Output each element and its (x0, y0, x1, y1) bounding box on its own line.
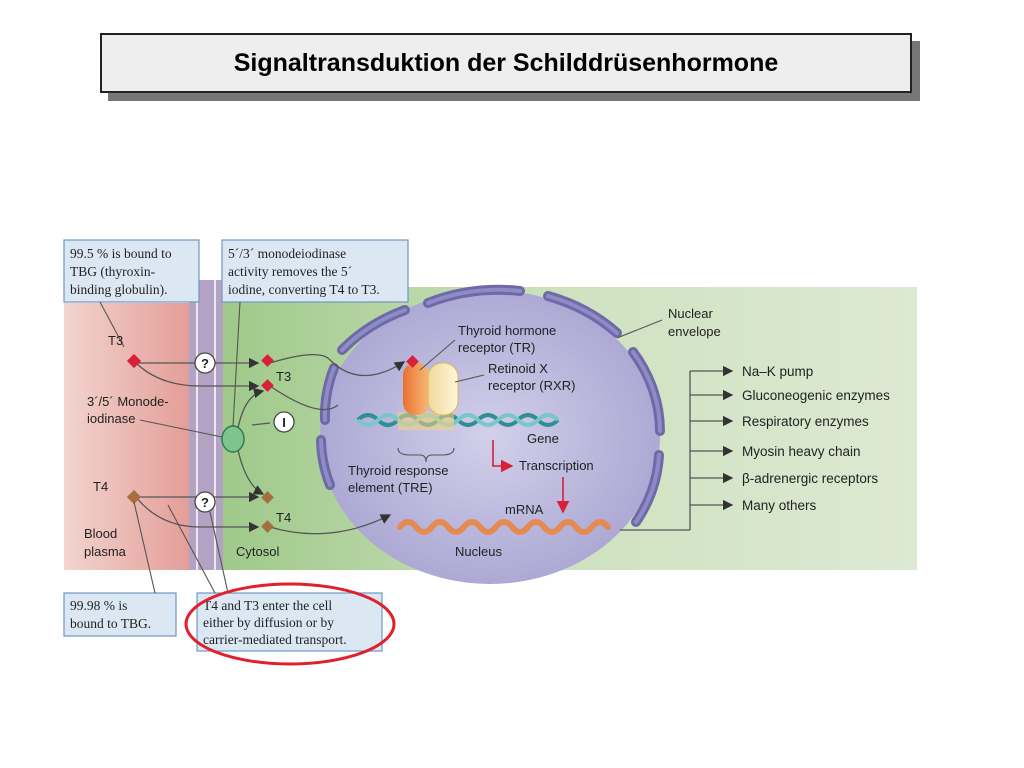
t3-blood-marker (126, 353, 142, 369)
response-item: Respiratory enzymes (742, 414, 869, 429)
response-fanout (620, 365, 734, 531)
callout-entry-pointer-2 (209, 511, 229, 594)
question-circle-t3 (194, 352, 216, 374)
inhibit-circle (273, 411, 295, 433)
callout-entry-text: T4 and T3 enter the cell either by diffu… (203, 598, 347, 647)
callout-tbg-995 (63, 239, 200, 303)
cell-membrane (189, 280, 223, 570)
callout-tbg-9998 (63, 592, 177, 637)
thyroid-receptor-shape (403, 363, 429, 415)
response-item: Gluconeogenic enzymes (742, 388, 890, 403)
cytosol-label: Cytosol (236, 544, 279, 559)
nuclear-envelope-label: Nuclear envelope (668, 306, 721, 339)
callout-tbg-995-pointer (99, 301, 125, 348)
callout-tbg-9998-text: 99.98 % is bound to TBG. (70, 598, 151, 631)
dna-helix (356, 412, 560, 430)
response-item: Many others (742, 498, 817, 513)
callout-monodeiodinase-pointer (232, 301, 241, 427)
t4-blood-label: T4 (93, 479, 108, 494)
rxr-label: Retinoid X receptor (RXR) (488, 361, 575, 393)
callout-tbg-9998-pointer (133, 501, 156, 594)
blood-plasma-label: Blood plasma (84, 526, 127, 559)
transcription-arrow (492, 440, 514, 473)
nuclear-envelope-leader (616, 319, 663, 339)
t3-receptor-marker (406, 355, 419, 368)
nucleus-label: Nucleus (455, 544, 502, 559)
deiodinase-blood-label: 3´/5´ Monode- iodinase (87, 394, 172, 426)
t3-cell-marker-top (261, 354, 274, 367)
transcription-label: Transcription (519, 458, 594, 473)
callout-tbg-995-text: 99.5 % is bound to TBG (thyroxin- bindin… (70, 246, 175, 297)
callout-entry (196, 592, 383, 652)
response-item: Myosin heavy chain (742, 444, 861, 459)
rxr-leader (454, 374, 485, 383)
deiodinase-leader (139, 419, 223, 438)
callout-monodeiodinase-text: 5´/3´ monodeiodinase activity removes th… (228, 246, 380, 297)
t4-cell-marker-top (261, 491, 274, 504)
t3-cell-marker-bottom (261, 379, 274, 392)
blood-plasma-region (64, 303, 189, 570)
tre-highlight (398, 412, 454, 430)
tre-label: Thyroid response element (TRE) (348, 463, 452, 495)
question-circle-t4 (194, 491, 216, 513)
inhibit-label: I (282, 415, 286, 430)
gene-label: Gene (527, 431, 559, 446)
t3-blood-label: T3 (108, 333, 123, 348)
mrna-label: mRNA (505, 502, 544, 517)
response-item: β-adrenergic receptors (742, 471, 878, 486)
callout-entry-pointer-1 (167, 504, 216, 594)
highlight-circle (184, 582, 396, 666)
question-mark-t4: ? (201, 495, 209, 510)
response-item: Na–K pump (742, 364, 813, 379)
t4-cell-label: T4 (276, 510, 291, 525)
question-mark-t3: ? (201, 356, 209, 371)
title-box: Signaltransduktion der Schilddrüsenhormo… (100, 33, 912, 93)
tre-bracket (397, 447, 455, 463)
callout-monodeiodinase (221, 239, 409, 303)
t4-blood-marker (126, 489, 142, 505)
deiodinase-enzyme-icon (221, 425, 245, 453)
t3-cell-label: T3 (276, 369, 291, 384)
rxr-receptor-shape (427, 362, 459, 416)
slide-title: Signaltransduktion der Schilddrüsenhormo… (233, 48, 779, 77)
mrna-strand (397, 519, 611, 535)
nuclear-envelope-inner (319, 287, 662, 524)
thyroid-receptor-leader (419, 339, 456, 371)
thyroid-receptor-label: Thyroid hormone receptor (TR) (458, 323, 560, 355)
